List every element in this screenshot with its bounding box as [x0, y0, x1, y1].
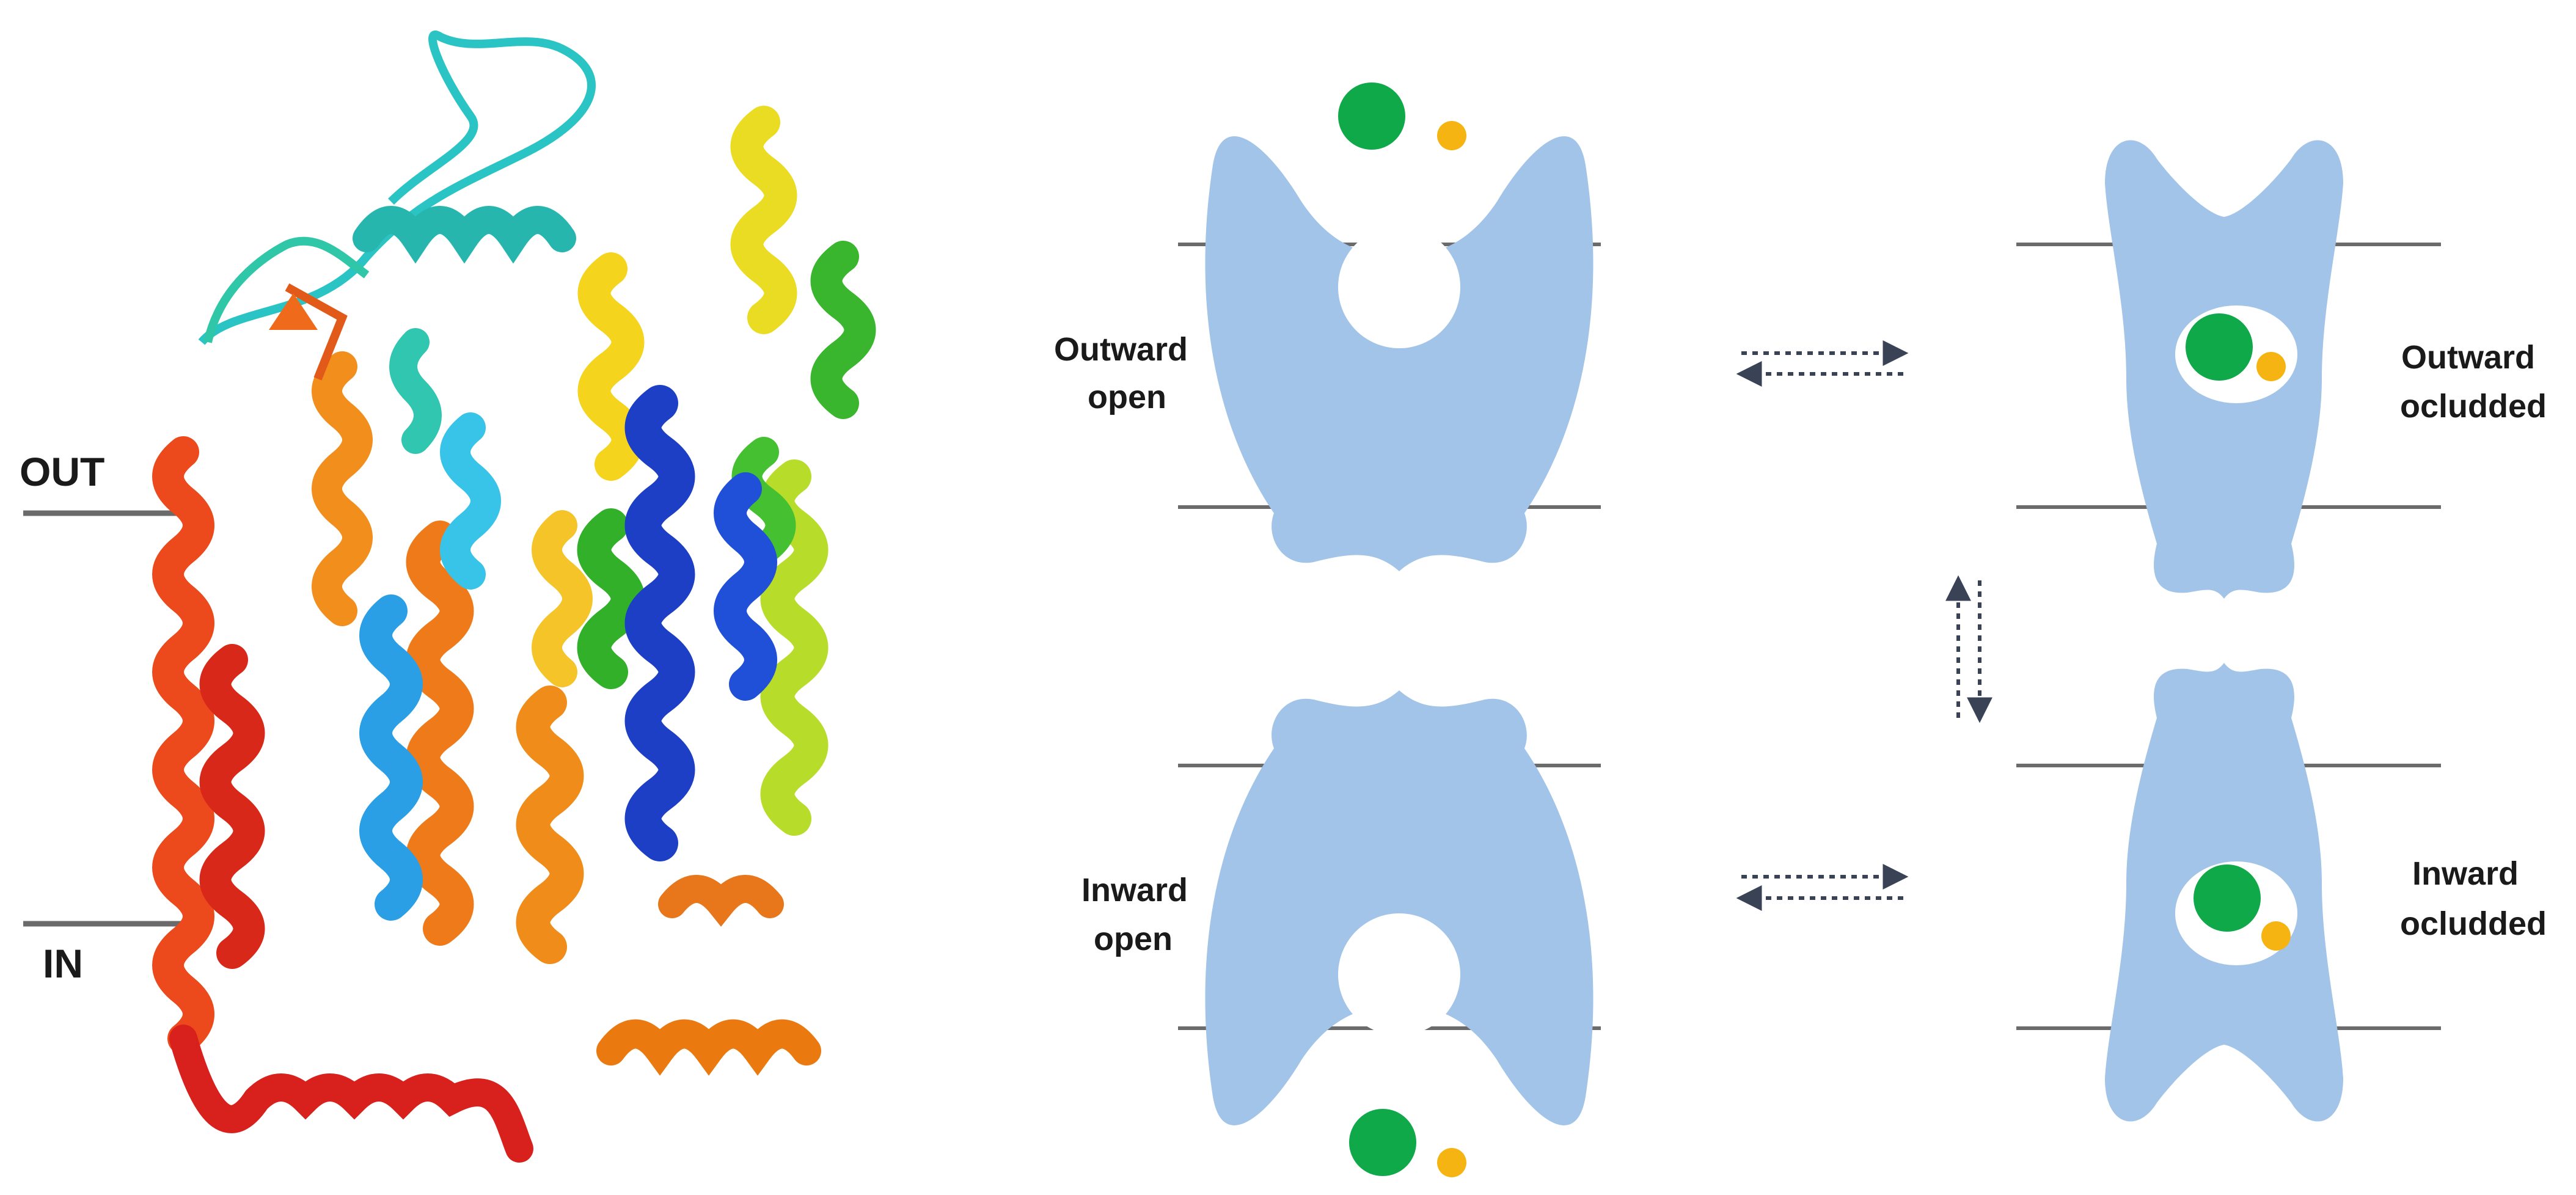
substrate-dot	[2186, 313, 2253, 381]
out-label: OUT	[20, 449, 104, 494]
inward-open-label-1: Inward	[1081, 872, 1188, 908]
cyan-helix	[353, 206, 576, 264]
ion-dot	[1437, 121, 1466, 150]
ion-dot	[1437, 1148, 1466, 1177]
substrate-dot	[1349, 1109, 1416, 1176]
outward-open-label-1: Outward	[1054, 331, 1188, 368]
green-helices	[577, 241, 876, 836]
arrow-inocc-inopen	[1736, 864, 1909, 911]
transporter-outward-open	[1205, 82, 1594, 571]
outward-open-label-2: open	[1088, 379, 1166, 415]
ion-dot	[2256, 352, 2286, 381]
darkblue-helices	[624, 385, 777, 861]
blue-helices	[359, 328, 501, 921]
cyan-loop	[198, 31, 596, 345]
in-label: IN	[43, 941, 83, 986]
orange-helices	[269, 283, 821, 1076]
transporter-inward-occluded	[2105, 663, 2343, 1122]
teal-loop	[203, 236, 370, 343]
red-helix	[152, 436, 533, 1163]
arrow-outocc-inocc	[1945, 575, 1992, 723]
outward-occluded-label-2: ocludded	[2400, 388, 2547, 425]
inward-occluded-label-2: ocludded	[2400, 905, 2547, 942]
inward-occluded-label-1: Inward	[2412, 855, 2519, 892]
substrate-dot	[1338, 82, 1405, 150]
outward-occluded-label-1: Outward	[2401, 339, 2535, 376]
transporter-inward-open	[1205, 690, 1594, 1177]
inward-open-label-2: open	[1094, 921, 1173, 957]
arrow-outopen-outocc	[1736, 340, 1909, 387]
ion-dot	[2261, 921, 2291, 951]
substrate-dot	[2194, 864, 2261, 932]
protein-structure: OUT IN	[20, 31, 876, 1163]
transporter-outward-occluded	[2105, 140, 2343, 599]
